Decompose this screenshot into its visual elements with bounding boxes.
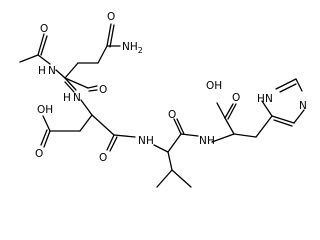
atom-n-ring: N <box>299 100 307 112</box>
atom-oh-asp-side: OH <box>37 104 53 116</box>
atom-o-gln-carbonyl: O <box>99 84 107 96</box>
atom-o-amide-top: O <box>107 11 115 23</box>
bond <box>87 85 98 89</box>
bond <box>97 45 108 64</box>
bond <box>106 134 115 151</box>
bond <box>106 23 112 47</box>
atom-h-ring: H <box>257 93 265 105</box>
bond <box>211 133 235 143</box>
bond <box>275 78 297 90</box>
bond <box>55 69 66 79</box>
bond <box>43 130 51 148</box>
bond <box>64 81 75 93</box>
bond <box>80 99 93 116</box>
bond <box>293 109 305 124</box>
atom-n-acetyl: N <box>48 65 56 77</box>
atom-nh2-amide: NH2 <box>122 41 143 55</box>
atom-n-ring-h: N <box>265 93 273 105</box>
bond <box>109 136 118 152</box>
atom-nh2-amide-subscript: 2 <box>138 46 143 55</box>
bond <box>42 115 51 132</box>
bond <box>224 103 234 119</box>
bond <box>216 102 226 119</box>
bond <box>40 35 48 56</box>
bond <box>37 54 51 65</box>
atom-n-val: N <box>138 135 146 147</box>
bond <box>37 33 45 56</box>
molecule-structure-diagram: N H O O NH2 O H N OH O O N H O N H OH O … <box>19 11 307 188</box>
bond <box>176 118 185 135</box>
bond <box>173 118 182 135</box>
atom-h-val: H <box>146 135 154 147</box>
atom-oh-acid: OH <box>206 80 222 92</box>
atom-o-asp-side: O <box>35 148 43 160</box>
bonds <box>19 23 305 188</box>
bond <box>271 115 295 124</box>
bond <box>233 133 257 138</box>
bond <box>167 151 173 171</box>
bond <box>156 169 173 188</box>
atom-labels: N H O O NH2 O H N OH O O N H O N H OH O … <box>35 11 307 164</box>
bond <box>180 133 199 137</box>
bond <box>279 83 297 93</box>
atom-nh2-amide-main: NH <box>122 41 138 53</box>
bond <box>227 103 237 120</box>
atom-o-asp-carbonyl: O <box>99 152 107 164</box>
bond <box>255 115 273 138</box>
bond <box>113 134 136 138</box>
bond <box>91 114 115 136</box>
bond <box>261 100 273 117</box>
atom-o-acetyl: O <box>40 23 48 35</box>
bond <box>109 24 115 48</box>
bond <box>224 117 235 135</box>
bond <box>64 62 79 79</box>
atom-h-asp: H <box>63 92 71 104</box>
atom-o-acid: O <box>232 92 240 104</box>
bond <box>64 77 77 91</box>
atom-n-his: N <box>199 135 207 147</box>
bond <box>153 144 169 153</box>
atom-h-acetyl: H <box>38 65 46 77</box>
bond <box>167 133 182 153</box>
bond <box>171 169 192 188</box>
atom-h-his: H <box>207 135 215 147</box>
bond <box>295 78 303 92</box>
bond <box>40 129 48 146</box>
bond <box>79 114 93 132</box>
atom-o-val-carbonyl: O <box>168 109 176 121</box>
atom-n-asp: N <box>73 92 81 104</box>
bond <box>88 89 98 92</box>
bond <box>64 77 89 89</box>
bond <box>273 119 293 127</box>
bond <box>19 54 39 63</box>
